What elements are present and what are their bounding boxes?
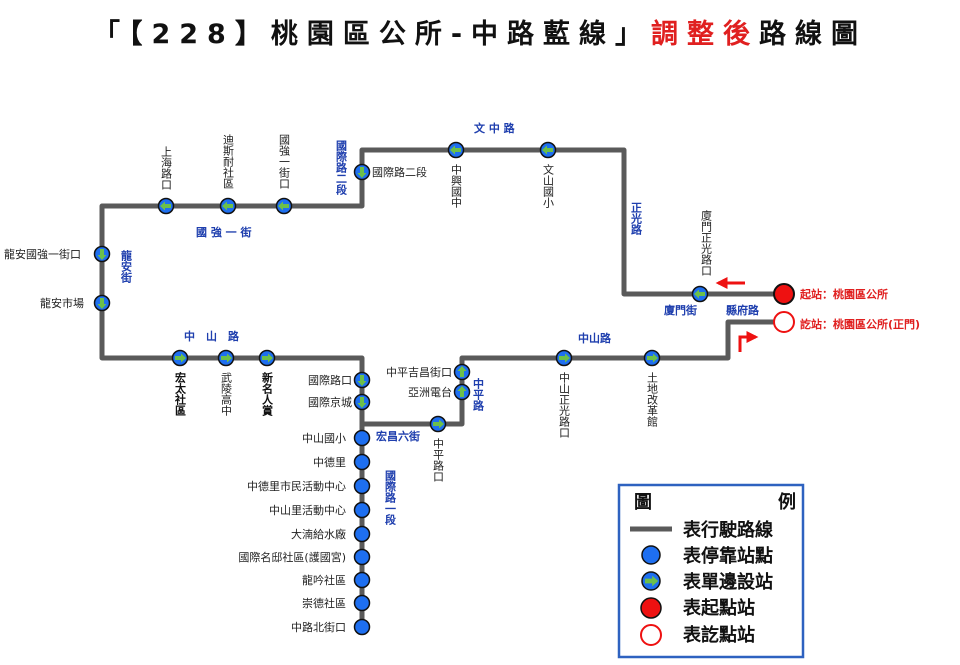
legend-start-symbol <box>640 597 662 619</box>
one-side-stop <box>453 383 471 401</box>
stop-label: 宏太社區 <box>174 371 188 416</box>
legend-stop-symbol <box>641 545 661 565</box>
stop-label: 中平路口 <box>432 438 445 482</box>
stop-label: 龍安市場 <box>40 296 84 310</box>
one-side-stop <box>219 197 237 215</box>
stop-label: 國強一街口 <box>278 134 291 189</box>
one-side-stop <box>453 363 471 381</box>
one-side-stop <box>691 285 709 303</box>
stop-label: 國際名邸社區(護國宮) <box>238 550 346 564</box>
legend-item: 表行駛路線 <box>683 519 773 541</box>
one-side-stop <box>157 197 175 215</box>
legend-item: 表停靠站點 <box>683 545 773 567</box>
road-label: 中山路 <box>578 331 612 345</box>
stop-label: 龍安國強一街口 <box>4 247 81 261</box>
road-label: 國 強 一 街 <box>196 225 252 239</box>
stop-label: 中山國小 <box>302 432 346 445</box>
map-title: 「【228】桃園區公所-中路藍線」調整後路線圖 <box>0 12 960 51</box>
stop-zhonglu-north <box>353 618 371 636</box>
stop-label: 中山里活動中心 <box>269 503 346 517</box>
legend-item: 表起點站 <box>683 597 755 619</box>
one-side-stop <box>353 371 371 389</box>
road-label: 宏昌六街 <box>376 429 420 443</box>
stop-label: 中平吉昌街口 <box>386 365 452 379</box>
route-line <box>99 147 780 630</box>
stop-label: 龍吟社區 <box>302 573 346 587</box>
legend-item: 表訖點站 <box>683 624 755 646</box>
one-side-stop <box>447 141 465 159</box>
stop-label: 國際路二段 <box>372 165 427 179</box>
stop-zhongde-center <box>353 477 371 495</box>
one-side-stop <box>93 245 111 263</box>
legend-end-symbol <box>640 624 662 646</box>
stop-label: 上海路口 <box>160 146 173 190</box>
one-side-stop <box>429 415 447 433</box>
legend-title-left: 圖 <box>634 492 652 513</box>
one-side-stop <box>171 349 189 367</box>
one-side-stop <box>353 163 371 181</box>
stop-label: 武陵高中 <box>220 372 233 416</box>
one-side-stop <box>555 349 573 367</box>
title-highlight: 調整後 <box>651 19 760 50</box>
stop-label: 崇德社區 <box>302 596 346 610</box>
one-side-stop <box>643 349 661 367</box>
stop-label: 中山正光路口 <box>558 372 571 438</box>
title-prefix: 「【228】桃園區公所-中路藍線」 <box>92 19 652 50</box>
stop-zhongshan-center <box>353 501 371 519</box>
stop-label: 中德里 <box>313 455 346 469</box>
title-suffix: 路線圖 <box>759 19 868 50</box>
road-label: 廈門街 <box>664 303 697 317</box>
one-side-stop <box>217 349 235 367</box>
road-label: 文 中 路 <box>474 121 516 135</box>
one-side-stop <box>275 197 293 215</box>
road-label: 國際路一段 <box>384 470 397 526</box>
stop-chongde <box>353 594 371 612</box>
road-label: 國際路二段 <box>335 140 348 196</box>
road-label: 中 山 路 <box>184 329 240 343</box>
road-label: 龍安街 <box>120 249 134 284</box>
road-label: 正光路 <box>630 202 644 236</box>
end-arrow <box>738 331 759 352</box>
stop-label: 土地改革館 <box>646 372 659 428</box>
stop-label: 廈門正光路口 <box>700 209 713 276</box>
legend: 圖 例 表行駛路線 表停靠站點 表單邊設站 表起點站 表訖點站 <box>617 483 805 659</box>
stop-dating <box>353 525 371 543</box>
one-side-stop <box>539 141 557 159</box>
legend-one-side-symbol <box>641 571 661 591</box>
stop-longyin <box>353 571 371 589</box>
stop-label: 迪斯耐社區 <box>222 134 235 189</box>
road-label: 中平路 <box>472 377 485 412</box>
stop-guojimingdi <box>353 548 371 566</box>
one-side-stop <box>353 393 371 411</box>
stop-label: 國際京城 <box>308 395 352 409</box>
stop-label: 文山國小 <box>542 163 555 209</box>
stop-label: 中德里市民活動中心 <box>247 479 346 493</box>
one-side-stop <box>258 349 276 367</box>
road-label: 縣府路 <box>726 303 760 317</box>
stop-label: 大湳給水廠 <box>291 527 346 541</box>
stop-zhongde <box>353 453 371 471</box>
legend-title-right: 例 <box>778 491 796 513</box>
stop-label: 國際路口 <box>308 374 352 387</box>
legend-item: 表單邊設站 <box>683 571 773 593</box>
end-station-marker <box>773 311 795 333</box>
stop-label: 中興國中 <box>450 164 463 208</box>
stop-label: 新名人賞 <box>261 371 274 417</box>
end-station-label: 訖站：桃園區公所(正門) <box>800 317 920 331</box>
stop-label: 亞洲電台 <box>408 385 452 399</box>
one-side-stop <box>93 294 111 312</box>
start-station-marker <box>773 283 795 305</box>
stop-label: 中路北街口 <box>291 620 346 634</box>
stop-zhongshan-elem <box>353 429 371 447</box>
start-station-label: 起站：桃園區公所 <box>799 287 888 301</box>
